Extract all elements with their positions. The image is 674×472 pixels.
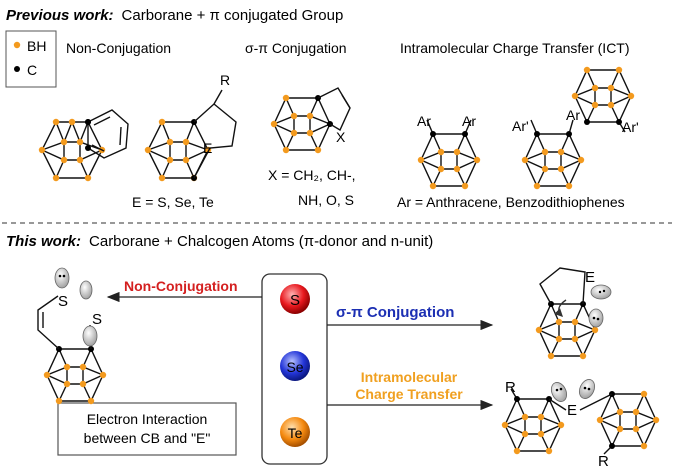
tellurium-sphere-icon [280,417,310,447]
ar-definition-label: Ar = Anthracene, Benzodithiophenes [397,194,625,210]
ar-prime-label-2: Ar' [622,119,639,135]
carborane-cage-icon [501,388,565,455]
atom-legend: BH C [5,30,57,88]
x-list-line1: X = CH₂, CH-, [268,167,356,183]
s-label-1: S [58,293,68,310]
box-line2: between CB and "E" [84,430,211,446]
boron-dot-icon [13,41,21,49]
top-r-label: R [220,72,230,88]
carborane-cage-icon [535,301,599,360]
ar-label-2: Ar [462,113,476,129]
carborane-cage-icon [596,390,660,455]
carborane-cage-icon [417,119,481,190]
chalcogen-ring-icon [539,267,586,317]
s-label-2: S [92,311,102,328]
e-label-1: E [585,269,595,286]
x-list-line2: NH, O, S [298,192,354,208]
r-label-1: R [505,379,516,396]
this-work-heading: This work:Carborane + Chalcogen Atoms (π… [6,233,433,250]
carborane-cage-icon [571,66,635,133]
bottom-non-conjugation-label: Non-Conjugation [124,278,238,294]
legend-c-label: C [27,62,37,78]
top-sigma-pi-label: σ-π Conjugation [245,40,347,56]
bottom-ict-line1: Intramolecular [361,369,458,385]
orbital-lobe-icon [54,267,98,347]
e-list-label: E = S, Se, Te [132,194,214,210]
r-label-2: R [598,453,609,470]
legend-bh-label: BH [27,38,46,54]
bottom-ict-line2: Charge Transfer [355,386,463,402]
electron-interaction-box [57,402,237,456]
element-se-label: Se [286,359,303,375]
five-membered-ring-icon [317,87,351,132]
orbital-lobe-icon [550,379,596,402]
sulfur-sphere-icon [280,284,310,314]
orbital-lobe-icon [588,284,612,328]
selenium-sphere-icon [280,351,310,381]
ar-label-3: Ar [566,107,580,123]
e-label-2: E [567,402,577,419]
ar-prime-label-1: Ar' [512,118,529,134]
bottom-sigma-pi-label: σ-π Conjugation [336,304,454,321]
carbon-dot-icon [14,66,20,72]
carborane-cage-icon [144,118,212,182]
carborane-cage-icon [270,94,333,154]
ar-label-1: Ar [417,113,431,129]
top-non-conjugation-label: Non-Conjugation [66,40,171,56]
carborane-cage-icon [38,118,106,182]
box-line1: Electron Interaction [87,411,208,427]
element-s-label: S [290,292,300,309]
previous-work-heading: Previous work:Carborane + π conjugated G… [6,7,343,24]
carborane-cage-icon [521,119,585,190]
carborane-cage-icon [43,346,107,405]
element-te-label: Te [288,425,303,441]
chalcogen-ring-icon [193,89,237,179]
top-e-label: E [203,140,212,156]
e-bridge-bonds [548,393,613,411]
top-x-label: X [336,129,346,145]
top-ict-label: Intramolecular Charge Transfer (ICT) [400,40,630,56]
